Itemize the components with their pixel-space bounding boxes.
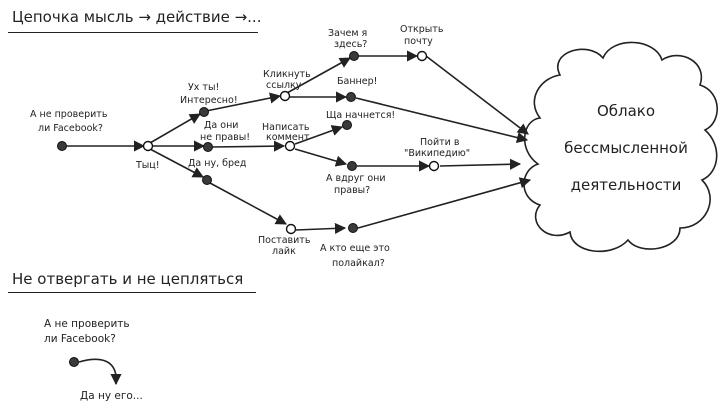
- edge-branch3-like: [209, 182, 287, 225]
- branch3-label: Да ну, бред: [188, 158, 247, 169]
- node-wiki: [428, 160, 440, 172]
- who-label-2: полайкал?: [332, 258, 385, 269]
- start-label-1: А не проверить: [30, 109, 108, 120]
- branch1-label-1: Ух ты!: [188, 82, 219, 93]
- edge-write-whatif: [294, 148, 348, 167]
- mail-label-1: Открыть: [400, 24, 444, 35]
- mail-label-2: почту: [404, 36, 433, 47]
- chain-heading: Цепочка мысль → действие →...: [12, 8, 262, 26]
- click-label-1: Кликнуть: [263, 69, 311, 80]
- wiki-label-1: Пойти в: [420, 137, 460, 148]
- branch2-label-1: Да они: [204, 120, 238, 131]
- node-mail: [416, 50, 428, 62]
- edge-tap-branch3: [149, 148, 204, 178]
- node-start: [57, 141, 67, 151]
- cloud-shape: [523, 41, 718, 253]
- branch2-label-2: не правы!: [200, 132, 250, 143]
- example-node: [69, 357, 79, 367]
- why-label-2: здесь?: [334, 39, 367, 50]
- will-start-label: Ща начнется!: [326, 110, 395, 121]
- edge-tap-branch1: [149, 113, 201, 144]
- node-banner: [346, 92, 356, 102]
- node-who: [348, 223, 358, 233]
- wiki-label-2: "Википедию": [404, 148, 470, 159]
- example-question-1: А не проверить: [44, 318, 130, 330]
- tap-label: Тыц!: [135, 160, 160, 171]
- node-tap: [142, 140, 154, 152]
- whatif-label-1: А вдруг они: [326, 173, 386, 184]
- example-arrow: [78, 358, 122, 386]
- cloud-line-1: Облако: [597, 102, 655, 120]
- example-answer: Да ну его...: [80, 390, 143, 402]
- like-label-2: лайк: [272, 246, 296, 257]
- edge-branch2-write: [210, 140, 286, 152]
- node-will-start: [342, 120, 352, 130]
- start-label-2: ли Facebook?: [38, 123, 103, 134]
- cloud-line-2: бессмысленной: [564, 139, 688, 157]
- cloud-line-3: деятельности: [571, 176, 682, 194]
- node-like: [285, 223, 297, 235]
- whatif-label-2: правы?: [334, 185, 370, 196]
- edge-write-start: [294, 125, 344, 145]
- edge-wiki-cloud: [439, 158, 522, 170]
- who-label-1: А кто еще это: [320, 243, 390, 254]
- edge-click-why: [286, 57, 351, 94]
- like-label-1: Поставить: [258, 235, 311, 246]
- node-whatif: [347, 161, 357, 171]
- node-why: [349, 51, 359, 61]
- branch1-label-2: Интересно!: [180, 95, 238, 106]
- write-label-1: Написать: [262, 122, 310, 133]
- node-branch3: [202, 175, 212, 185]
- detachment-heading: Не отвергать и не цепляться: [12, 270, 244, 288]
- node-click: [279, 90, 291, 102]
- edge-branch1-click: [205, 92, 282, 112]
- node-write: [284, 140, 296, 152]
- example-question-2: ли Facebook?: [44, 333, 116, 345]
- node-branch2: [203, 142, 213, 152]
- banner-label: Баннер!: [337, 76, 377, 87]
- edge-like-who: [295, 222, 347, 235]
- why-label-1: Зачем я: [328, 28, 367, 39]
- detachment-heading-underline: [8, 292, 256, 293]
- chain-heading-underline: [8, 32, 258, 33]
- edge-who-cloud: [357, 177, 532, 229]
- edge-mail-cloud: [425, 55, 529, 135]
- write-label-2: коммент: [266, 132, 310, 143]
- edge-banner-cloud: [355, 97, 529, 144]
- click-label-2: ссылку: [266, 80, 302, 91]
- node-branch1: [199, 107, 209, 117]
